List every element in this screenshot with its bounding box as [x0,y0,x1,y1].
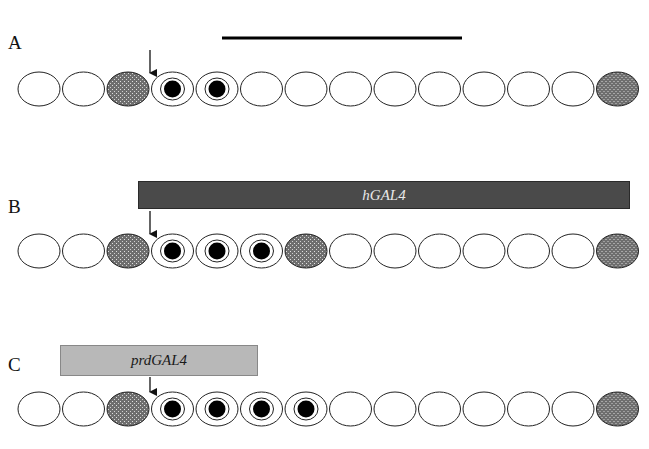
dotted-cell [196,72,238,106]
stippled-cell [285,234,327,268]
panel-letter: C [8,354,21,376]
cell [463,72,505,106]
cell [419,234,461,268]
dotted-cell [285,392,327,426]
cell [508,392,550,426]
cell [552,392,594,426]
cell [374,234,416,268]
dotted-cell [152,234,194,268]
stippled-cell [597,234,639,268]
cell [374,72,416,106]
cell-row [18,234,639,268]
stippled-cell [107,392,149,426]
cell [463,392,505,426]
stippled-cell [597,392,639,426]
cell [18,392,60,426]
cell [508,72,550,106]
stippled-cell [107,234,149,268]
cell [285,72,327,106]
boundary-arrow [149,377,150,392]
panel-letter: A [8,32,22,54]
cell [419,392,461,426]
cell [552,72,594,106]
cell [419,72,461,106]
dotted-cell [152,392,194,426]
dotted-cell [196,234,238,268]
dotted-cell [152,72,194,106]
extent-bar [222,37,462,40]
cell [18,72,60,106]
cell [330,234,372,268]
cell [508,234,550,268]
cell [18,234,60,268]
boundary-arrow [149,211,150,234]
expression-bar: prdGAL4 [60,345,258,376]
panel-letter: B [8,196,21,218]
cell [374,392,416,426]
cell-row [18,72,639,106]
boundary-arrow [149,50,150,73]
dotted-cell [241,234,283,268]
stippled-cell [107,72,149,106]
gene-label: prdGAL4 [131,352,187,369]
cell [330,72,372,106]
cell [463,234,505,268]
cell [63,234,105,268]
cell-row [18,392,639,426]
gene-label: hGAL4 [362,187,405,204]
cell [552,234,594,268]
expression-bar: hGAL4 [138,181,630,209]
cell [63,72,105,106]
dotted-cell [196,392,238,426]
stippled-cell [597,72,639,106]
cell [241,72,283,106]
dotted-cell [241,392,283,426]
cell [63,392,105,426]
cell [330,392,372,426]
